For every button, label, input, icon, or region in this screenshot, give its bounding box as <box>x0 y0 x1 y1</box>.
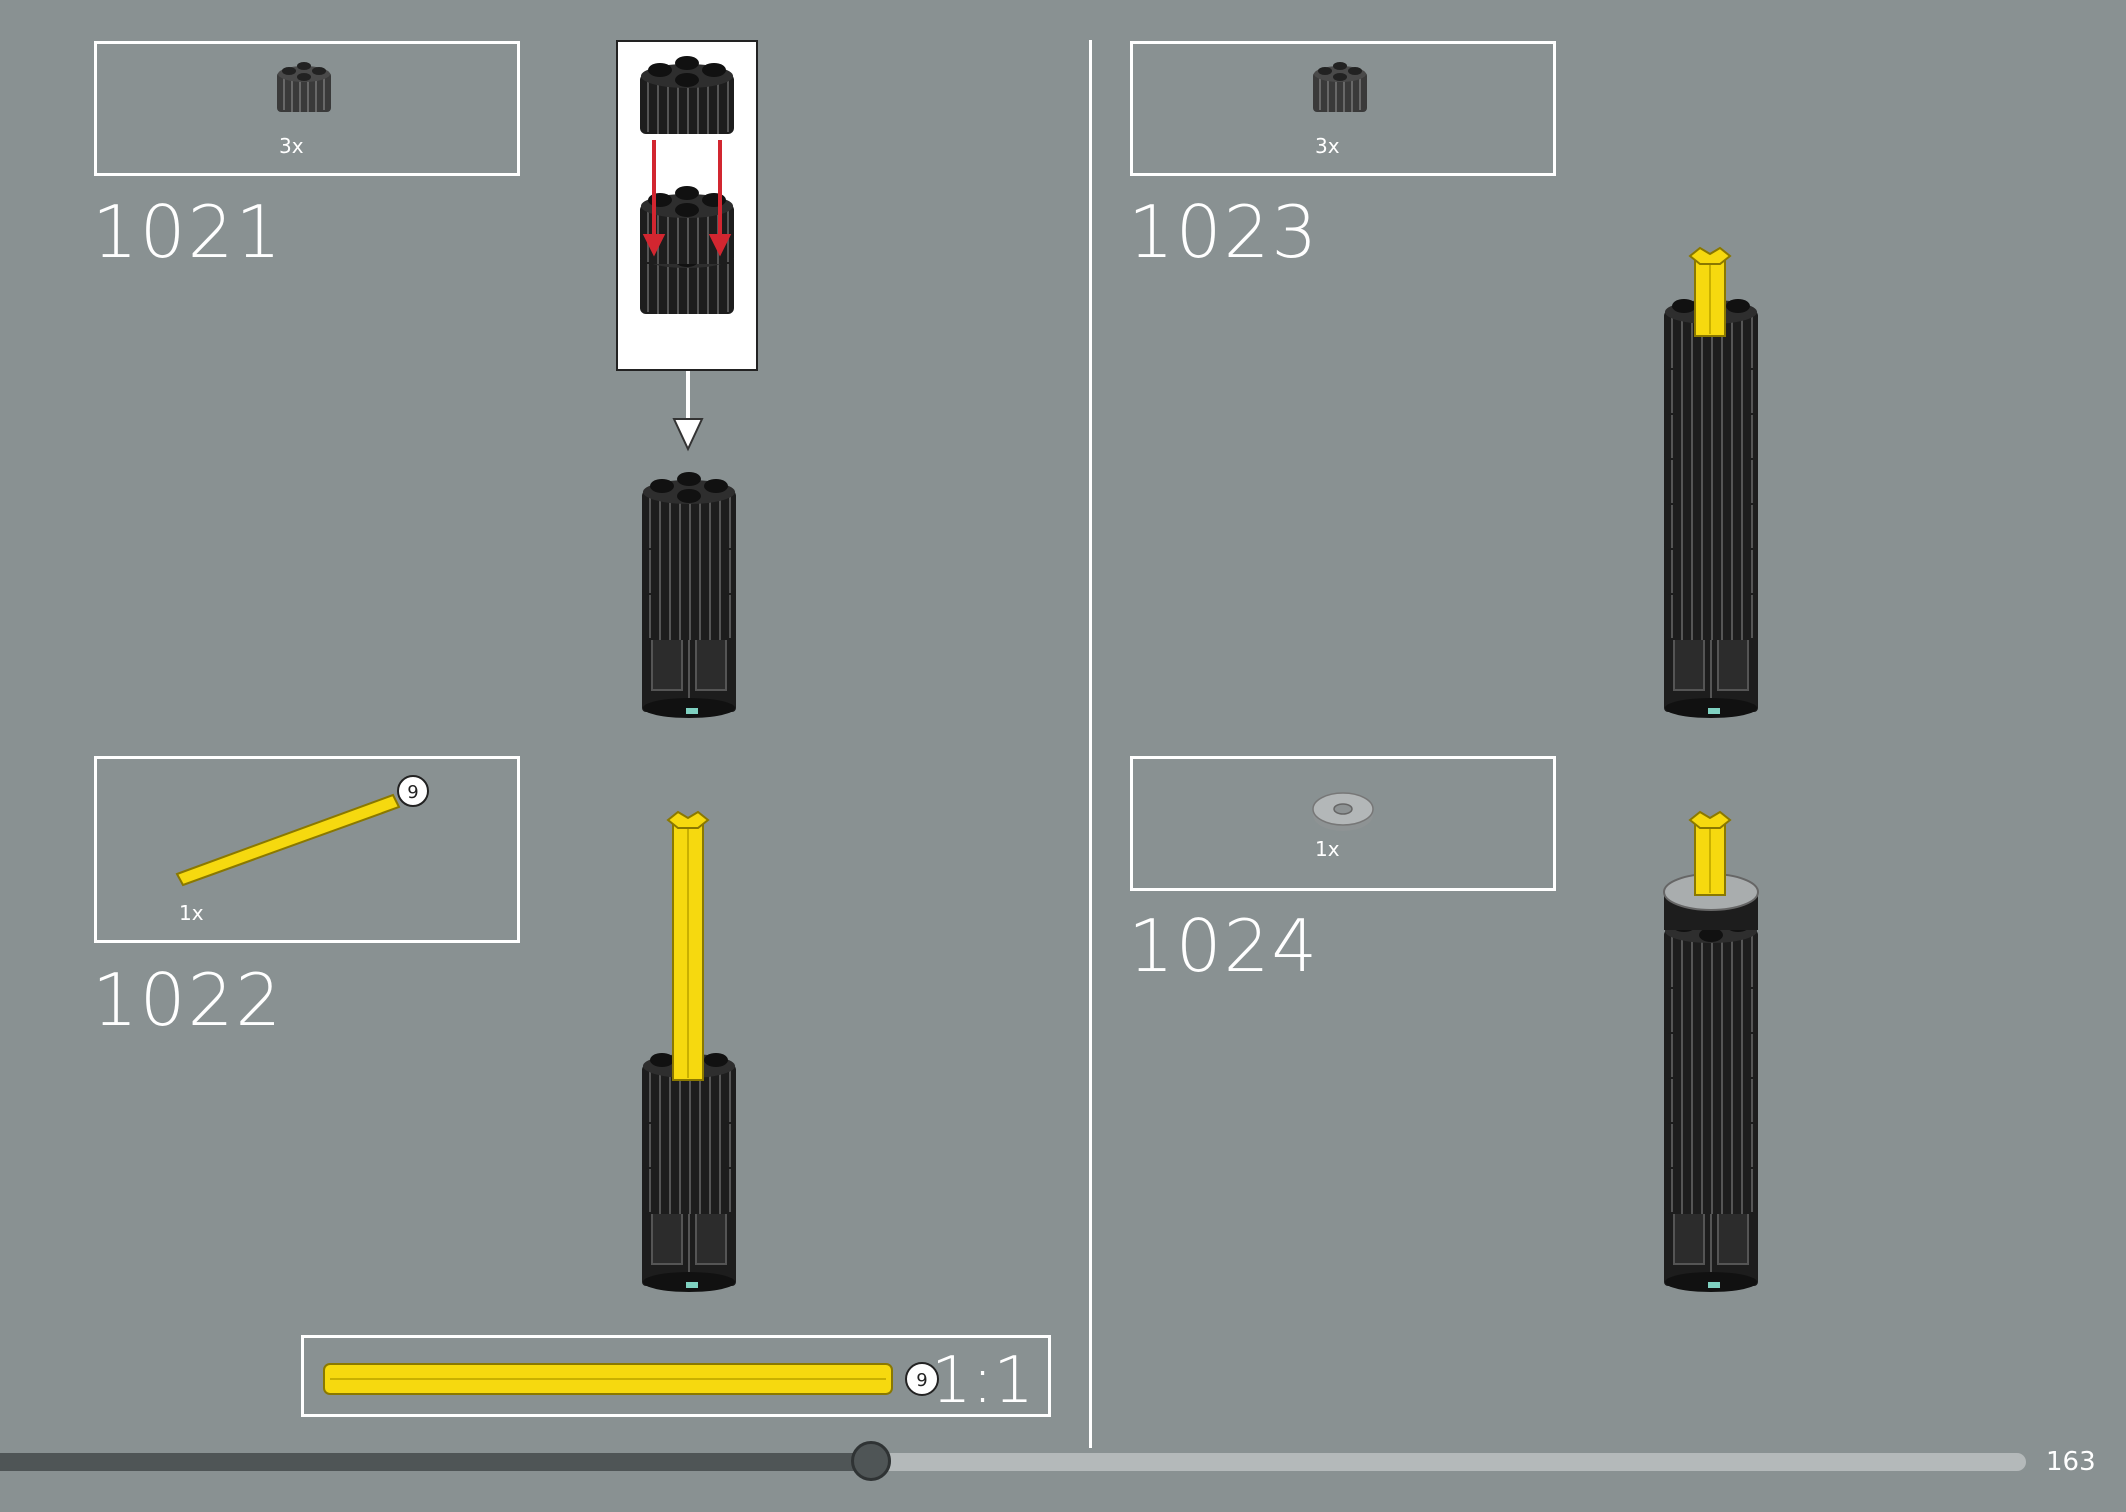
tower-model-1024 <box>1663 810 1759 1293</box>
parts-list-1022: 9 1x <box>94 756 520 943</box>
page-number: 163 <box>2046 1447 2096 1477</box>
round-brick-icon <box>1312 61 1368 113</box>
step-number: 1023 <box>1128 190 1320 274</box>
tower-model-1022 <box>641 810 737 1293</box>
round-brick-icon <box>276 61 332 113</box>
axle-scale-icon: 9 <box>323 1362 939 1396</box>
brick-stack-diagram <box>639 55 735 315</box>
step-number: 1022 <box>92 958 284 1042</box>
progress-fill <box>0 1453 871 1471</box>
tower-model-1021 <box>641 471 737 719</box>
part-quantity: 1x <box>179 901 204 925</box>
scale-reference: 9 1:1 <box>301 1335 1051 1418</box>
parts-list-1024: 1x <box>1130 756 1556 891</box>
arrow-down-icon <box>672 371 704 452</box>
scale-badge: 9 <box>916 1370 927 1391</box>
parts-list-1021: 3x <box>94 41 520 176</box>
axle-icon: 9 <box>175 775 429 887</box>
part-quantity: 1x <box>1315 837 1340 861</box>
axle-length-badge: 9 <box>407 782 418 803</box>
part-quantity: 3x <box>279 134 304 158</box>
scale-label: 1:1 <box>931 1344 1034 1418</box>
page-divider <box>1089 40 1092 1448</box>
insert-arrow-icon <box>642 140 732 257</box>
step-number: 1021 <box>92 190 284 274</box>
step-number: 1024 <box>1128 904 1320 988</box>
part-quantity: 3x <box>1315 134 1340 158</box>
progress-knob[interactable] <box>851 1441 891 1481</box>
parts-list-1023: 3x <box>1130 41 1556 176</box>
tower-model-1023 <box>1663 246 1759 719</box>
round-tile-icon <box>1312 792 1374 831</box>
sub-assembly-callout <box>616 40 758 371</box>
